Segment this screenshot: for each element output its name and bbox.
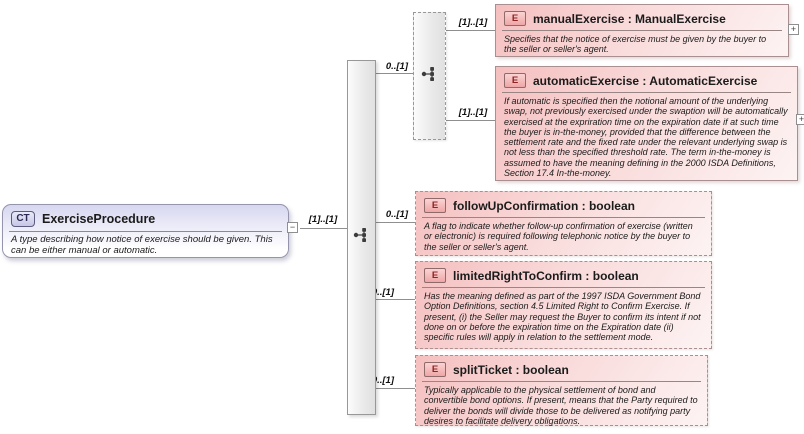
separator xyxy=(502,92,791,93)
connector-line-sequence-to-split xyxy=(376,388,415,389)
element-description: If automatic is specified then the notio… xyxy=(504,96,788,179)
sequence-icon xyxy=(353,227,371,243)
element-header: E automaticExercise : AutomaticExercise xyxy=(496,67,797,91)
separator xyxy=(422,287,705,288)
choice-compositor[interactable] xyxy=(413,12,446,140)
expand-handle-automaticexercise[interactable]: + xyxy=(796,114,804,125)
connector-line-root-to-sequence xyxy=(300,228,347,229)
connector-line-choice-to-manual xyxy=(446,30,495,31)
choice-icon xyxy=(421,66,439,82)
element-followupconfirmation[interactable]: E followUpConfirmation : boolean A flag … xyxy=(415,191,712,256)
element-description: Typically applicable to the physical set… xyxy=(424,385,698,426)
separator xyxy=(502,30,782,31)
complex-type-icon: CT xyxy=(11,211,35,227)
element-header: E limitedRightToConfirm : boolean xyxy=(416,262,711,286)
element-icon: E xyxy=(504,73,526,88)
complex-type-description: A type describing how notice of exercise… xyxy=(11,234,273,256)
element-icon: E xyxy=(424,268,446,283)
element-splitticket[interactable]: E splitTicket : boolean Typically applic… xyxy=(415,355,708,426)
element-icon: E xyxy=(504,11,526,26)
separator xyxy=(422,217,705,218)
element-automaticexercise[interactable]: E automaticExercise : AutomaticExercise … xyxy=(495,66,798,181)
complex-type-header: CT ExerciseProcedure xyxy=(3,205,288,230)
cardinality-label-split: 0..[1] xyxy=(371,375,394,386)
element-title: followUpConfirmation : boolean xyxy=(453,198,635,213)
sequence-compositor[interactable] xyxy=(347,60,376,415)
element-header: E followUpConfirmation : boolean xyxy=(416,192,711,216)
connector-line-choice-to-automatic xyxy=(446,120,495,121)
cardinality-label-automatic: [1]..[1] xyxy=(458,107,488,118)
element-title: splitTicket : boolean xyxy=(453,362,569,377)
element-title: automaticExercise : AutomaticExercise xyxy=(533,73,758,88)
separator xyxy=(9,231,282,232)
expand-handle-manualexercise[interactable]: + xyxy=(788,24,799,35)
element-title: limitedRightToConfirm : boolean xyxy=(453,268,639,283)
element-limitedrighttoconfirm[interactable]: E limitedRightToConfirm : boolean Has th… xyxy=(415,261,712,349)
complex-type-title: ExerciseProcedure xyxy=(42,212,156,226)
cardinality-label-limited: 0..[1] xyxy=(371,287,394,298)
connector-line-sequence-to-limited xyxy=(376,299,415,300)
element-icon: E xyxy=(424,362,446,377)
cardinality-label-followup: 0..[1] xyxy=(385,209,408,220)
complex-type-exerciseprocedure[interactable]: CT ExerciseProcedure A type describing h… xyxy=(2,204,289,258)
element-description: A flag to indicate whether follow-up con… xyxy=(424,221,693,252)
connector-line-sequence-to-followup xyxy=(376,222,415,223)
element-icon: E xyxy=(424,198,446,213)
cardinality-label-root: [1]..[1] xyxy=(308,214,338,225)
element-header: E splitTicket : boolean xyxy=(416,356,707,380)
separator xyxy=(422,381,701,382)
element-description: Has the meaning defined as part of the 1… xyxy=(424,291,701,343)
cardinality-label-choice: 0..[1] xyxy=(385,61,408,72)
connector-line-sequence-to-choice xyxy=(376,73,413,74)
cardinality-label-manual: [1]..[1] xyxy=(458,17,488,28)
element-manualexercise[interactable]: E manualExercise : ManualExercise Specif… xyxy=(495,4,789,57)
element-title: manualExercise : ManualExercise xyxy=(533,11,726,26)
element-description: Specifies that the notice of exercise mu… xyxy=(504,34,767,55)
element-header: E manualExercise : ManualExercise xyxy=(496,5,788,29)
collapse-handle[interactable]: − xyxy=(287,222,298,233)
